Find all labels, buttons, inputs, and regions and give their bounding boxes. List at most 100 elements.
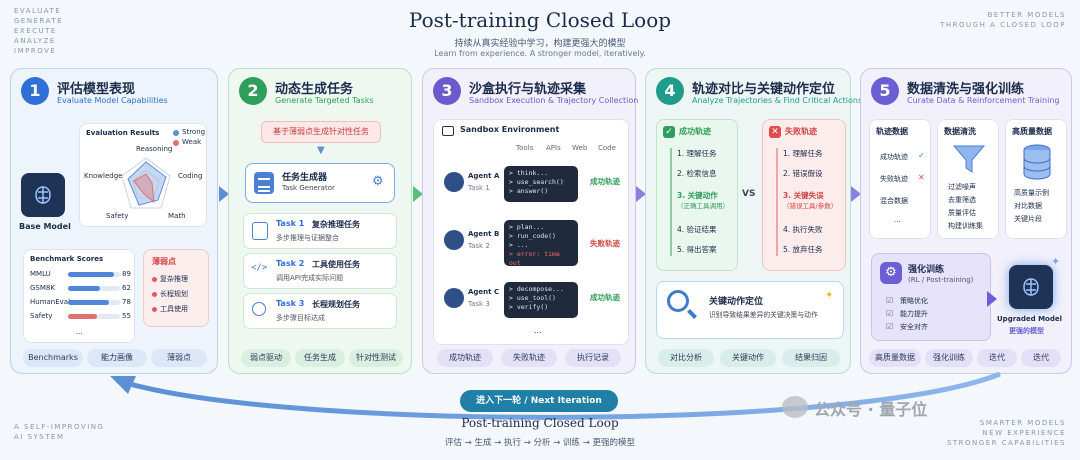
magnifier-icon xyxy=(667,290,689,312)
stage-number: 2 xyxy=(239,77,267,105)
upgraded-label: Upgraded Model xyxy=(997,315,1063,323)
terminal-line: > think... xyxy=(509,169,549,177)
generator-title: 任务生成器 xyxy=(282,173,328,183)
task-name: 工具使用任务 xyxy=(312,260,360,269)
env-tool: Tools xyxy=(516,144,534,152)
terminal-line: > error: time out xyxy=(509,250,560,267)
watermark: 公众号 · 量子位 xyxy=(814,400,928,419)
agent-name: Agent A xyxy=(468,172,500,180)
ellipsis: ... xyxy=(76,328,83,336)
sandbox-title: Sandbox Environment xyxy=(460,125,560,134)
tag-pill[interactable]: 薄弱点 xyxy=(151,349,207,367)
rl-subtitle: (RL / Post-training) xyxy=(908,276,974,284)
corner-text: EXECUTE xyxy=(14,27,57,35)
corner-text: BETTER MODELS xyxy=(987,11,1066,19)
ellipsis: ... xyxy=(534,326,542,335)
result-fail: 失败轨迹 xyxy=(590,239,620,248)
robot-icon xyxy=(444,172,464,192)
corner-text: ANALYZE xyxy=(14,37,56,45)
stage-number: 1 xyxy=(21,77,49,105)
tag-pill[interactable]: 高质量数据 xyxy=(869,349,921,367)
next-iteration-button[interactable]: 进入下一轮 / Next Iteration xyxy=(460,390,618,412)
success-trajectory-panel: ✓ 成功轨迹 1. 理解任务 2. 检索信息 3. 关键动作 （正确工具调用） … xyxy=(656,119,738,271)
corner-top-right: BETTER MODELS THROUGH A CLOSED LOOP xyxy=(940,10,1066,30)
loop-title: Post-training Closed Loop xyxy=(461,416,619,430)
radar-chart xyxy=(121,157,171,209)
fail-trajectory-panel: ✕ 失败轨迹 1. 理解任务 2. 错误假设 3. 关键失误 （错误工具/参数）… xyxy=(762,119,846,271)
agent-task: Task 3 xyxy=(468,300,490,308)
corner-text: AI SYSTEM xyxy=(14,433,65,441)
stage-subtitle: Sandbox Execution & Trajectory Collectio… xyxy=(469,96,639,105)
bench-name: GSM8K xyxy=(30,284,55,292)
vs-label: VS xyxy=(742,189,756,199)
panel-title: 数据清洗 xyxy=(944,127,976,136)
tag-pill[interactable]: 迭代 xyxy=(977,349,1017,367)
gear-icon: ⚙ xyxy=(880,262,902,284)
task-desc: 多步骤目标达成 xyxy=(276,314,325,322)
stage-analyze-card: 4 轨迹对比与关键动作定位 Analyze Trajectories & Fin… xyxy=(645,68,862,374)
benchmark-panel: Benchmark Scores MMLU 89 GSM8K 62 HumanE… xyxy=(23,249,135,343)
terminal-line: > verify() xyxy=(509,303,549,311)
stage-number: 5 xyxy=(871,77,899,105)
task-card[interactable]: Task 3 长程规划任务 多步骤目标达成 xyxy=(243,293,397,329)
corner-top-left: EVALUATE GENERATE EXECUTE ANALYZE IMPROV… xyxy=(14,6,63,56)
tag-pill[interactable]: 强化训练 xyxy=(925,349,973,367)
weak-item: 长程规划 xyxy=(160,290,188,298)
checkbox-icon: ☑ xyxy=(886,322,894,331)
stage-generate-card: 2 动态生成任务 Generate Targeted Tasks 基于薄弱点生成… xyxy=(228,68,412,374)
checkbox-icon: ☑ xyxy=(886,296,894,305)
tag-pill[interactable]: 关键动作 xyxy=(720,349,776,367)
terminal-line: > answer() xyxy=(509,187,549,195)
stage-number: 3 xyxy=(433,77,461,105)
bench-name: MMLU xyxy=(30,270,51,278)
robot-icon xyxy=(444,288,464,308)
tag-pill[interactable]: 迭代 xyxy=(1021,349,1061,367)
terminal-line: > run_code() xyxy=(509,232,556,240)
stage-number: 4 xyxy=(656,77,684,105)
result-success: 成功轨迹 xyxy=(590,293,620,302)
agent-terminal: > plan... > run_code() > ... > error: ti… xyxy=(504,220,578,267)
tag-pill[interactable]: 结果归因 xyxy=(782,349,840,367)
tag-pill[interactable]: 任务生成 xyxy=(295,349,345,367)
bench-bar xyxy=(68,300,109,305)
loop-flow: 评估 → 生成 → 执行 → 分析 → 训练 → 更强的模型 xyxy=(444,438,636,448)
lightbulb-icon: ✦ xyxy=(825,290,834,301)
env-tool: Web xyxy=(572,144,588,152)
task-desc: 调用API完成实际问题 xyxy=(276,274,344,282)
rl-item: 策略优化 xyxy=(900,297,928,305)
legend-strong: Strong xyxy=(182,128,206,136)
bench-score: 55 xyxy=(122,312,131,320)
stage-title: 数据清洗与强化训练 xyxy=(907,82,1025,97)
stage-subtitle: Evaluate Model Capabilities xyxy=(57,96,168,105)
flow-arrow-icon xyxy=(413,186,423,202)
tag-pill[interactable]: 能力画像 xyxy=(87,349,147,367)
task-card[interactable]: Task 1 复杂推理任务 多步推理与证据整合 xyxy=(243,213,397,249)
task-name: 长程规划任务 xyxy=(312,300,360,309)
tag-pill[interactable]: 弱点驱动 xyxy=(241,349,291,367)
weak-item: 复杂推理 xyxy=(160,275,188,283)
loop-arc xyxy=(110,371,1001,420)
agent-name: Agent C xyxy=(468,288,500,296)
tag-pill[interactable]: 成功轨迹 xyxy=(437,349,493,367)
document-icon xyxy=(254,172,274,194)
task-name: 复杂推理任务 xyxy=(312,220,360,229)
task-label: Task 2 xyxy=(276,259,305,268)
code-icon: </> xyxy=(251,263,268,273)
legend-strong-icon xyxy=(173,130,179,136)
tag-pill[interactable]: 执行记录 xyxy=(565,349,621,367)
locate-desc: 识别导致结果差异的关键决策与动作 xyxy=(709,311,818,319)
tag-pill[interactable]: 对比分析 xyxy=(658,349,714,367)
tag-pill[interactable]: 针对性测试 xyxy=(349,349,403,367)
tag-pill[interactable]: 失败轨迹 xyxy=(501,349,557,367)
panel-title: 高质量数据 xyxy=(1012,127,1052,136)
flow-arrow-icon xyxy=(851,186,861,202)
flow-arrow-icon xyxy=(636,186,646,202)
tag-pill[interactable]: Benchmarks xyxy=(23,349,83,367)
page-title: Post-training Closed Loop xyxy=(408,8,672,32)
bench-score: 78 xyxy=(122,298,131,306)
sparkle-icon: ✦ xyxy=(1051,255,1061,268)
clean-item: 过滤噪声 xyxy=(948,183,976,191)
task-card[interactable]: </> Task 2 工具使用任务 调用API完成实际问题 xyxy=(243,253,397,289)
success-title: 成功轨迹 xyxy=(679,127,711,136)
evaluation-panel: Evaluation Results Strong Weak Reasoning… xyxy=(79,123,207,227)
